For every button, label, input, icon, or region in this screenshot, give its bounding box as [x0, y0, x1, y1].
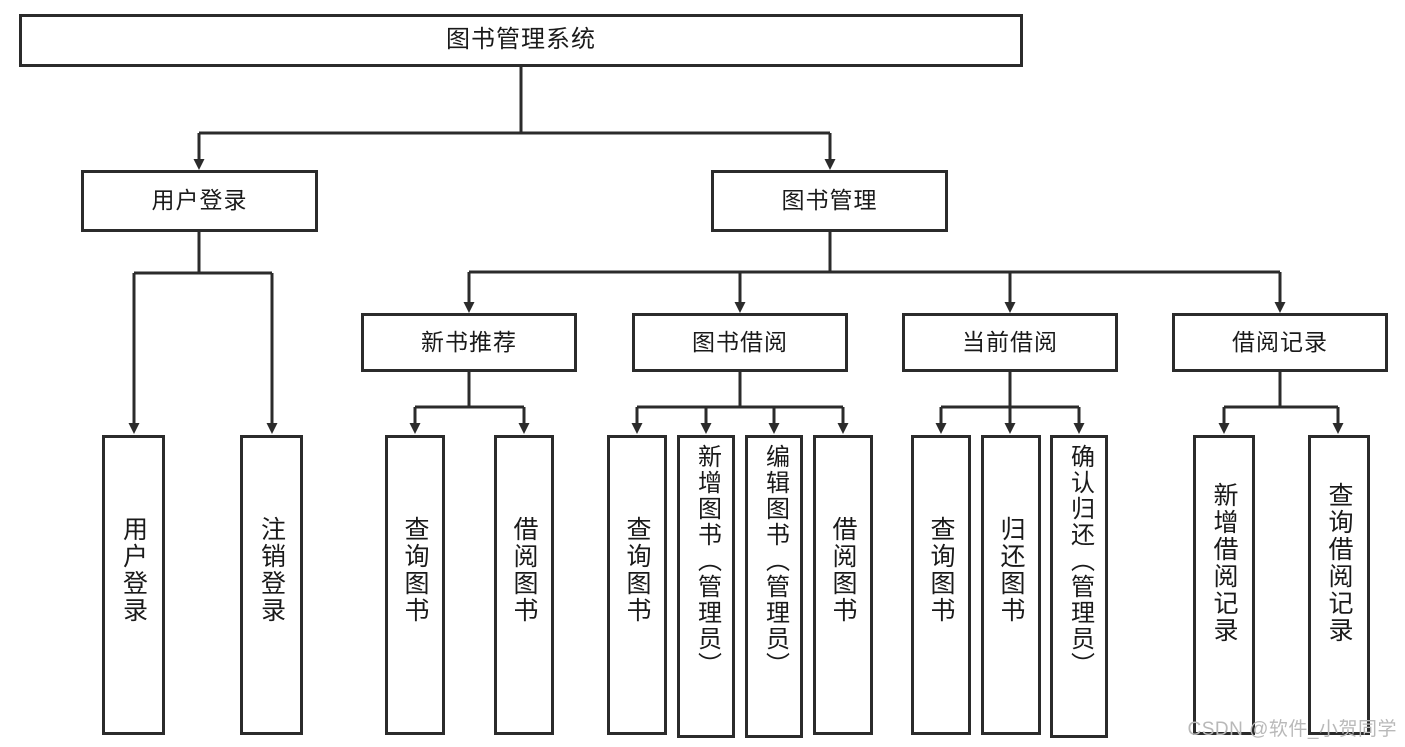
leaf-query-book-3[interactable]: 查询图书: [911, 435, 971, 735]
leaf-return-book-label: 归还图书: [997, 516, 1025, 624]
node-borrow-record[interactable]: 借阅记录: [1172, 313, 1388, 372]
node-root[interactable]: 图书管理系统: [19, 14, 1023, 67]
leaf-query-record-label: 查询借阅记录: [1325, 482, 1353, 644]
leaf-logout-login[interactable]: 注销登录: [240, 435, 303, 735]
leaf-query-book-1[interactable]: 查询图书: [385, 435, 445, 735]
leaf-add-book[interactable]: 新增图书（管理员）: [677, 435, 735, 738]
leaf-borrow-book-1-label: 借阅图书: [510, 516, 538, 624]
leaf-borrow-book-2-label: 借阅图书: [829, 516, 857, 624]
node-borrow-record-label: 借阅记录: [1232, 328, 1328, 355]
node-book-borrow-label: 图书借阅: [692, 328, 788, 355]
node-new-book-recommend-label: 新书推荐: [421, 328, 517, 355]
leaf-query-book-1-label: 查询图书: [401, 516, 429, 624]
node-current-borrow[interactable]: 当前借阅: [902, 313, 1118, 372]
leaf-add-book-label: 新增图书（管理员）: [693, 444, 721, 678]
node-book-borrow[interactable]: 图书借阅: [632, 313, 848, 372]
node-current-borrow-label: 当前借阅: [962, 328, 1058, 355]
leaf-user-login[interactable]: 用户登录: [102, 435, 165, 735]
leaf-edit-book-label: 编辑图书（管理员）: [761, 444, 789, 678]
leaf-query-record[interactable]: 查询借阅记录: [1308, 435, 1370, 735]
leaf-edit-book[interactable]: 编辑图书（管理员）: [745, 435, 803, 738]
node-root-label: 图书管理系统: [446, 26, 596, 54]
watermark: CSDN @软件_小贺同学: [1187, 719, 1397, 740]
leaf-query-book-2[interactable]: 查询图书: [607, 435, 667, 735]
leaf-add-record-label: 新增借阅记录: [1210, 482, 1238, 644]
node-user-login-label: 用户登录: [151, 187, 248, 214]
leaf-confirm-return[interactable]: 确认归还（管理员）: [1050, 435, 1108, 738]
leaf-borrow-book-2[interactable]: 借阅图书: [813, 435, 873, 735]
leaf-borrow-book-1[interactable]: 借阅图书: [494, 435, 554, 735]
node-book-management[interactable]: 图书管理: [711, 170, 948, 232]
leaf-query-book-2-label: 查询图书: [623, 516, 651, 624]
node-new-book-recommend[interactable]: 新书推荐: [361, 313, 577, 372]
leaf-add-record[interactable]: 新增借阅记录: [1193, 435, 1255, 735]
leaf-logout-login-label: 注销登录: [257, 516, 286, 624]
node-user-login[interactable]: 用户登录: [81, 170, 318, 232]
leaf-return-book[interactable]: 归还图书: [981, 435, 1041, 735]
node-book-management-label: 图书管理: [781, 187, 878, 214]
leaf-query-book-3-label: 查询图书: [927, 516, 955, 624]
leaf-confirm-return-label: 确认归还（管理员）: [1066, 444, 1094, 678]
leaf-user-login-label: 用户登录: [119, 516, 148, 624]
